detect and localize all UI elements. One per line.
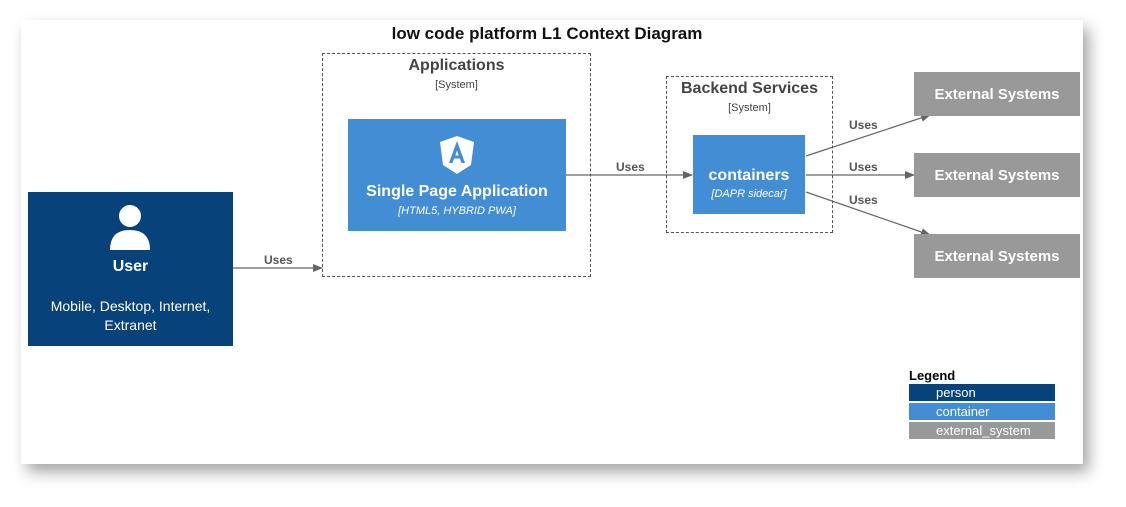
applications-boundary-title: Applications	[408, 57, 505, 74]
user-name: User	[112, 258, 149, 275]
backend-boundary-type: [System]	[728, 102, 771, 114]
angular-icon	[440, 136, 474, 174]
external-system-2[interactable]: External Systems	[914, 153, 1080, 197]
legend-item-external-system: external_system	[909, 422, 1055, 439]
diagram-canvas: low code platform L1 Context Diagram Use…	[21, 20, 1083, 464]
relation-label-containers-ext3: Uses	[849, 193, 878, 207]
spa-tech: [HTML5, HYBRID PWA]	[398, 205, 516, 217]
external-system-1[interactable]: External Systems	[914, 72, 1080, 116]
relation-label-containers-ext2: Uses	[849, 160, 878, 174]
containers-box[interactable]: containers [DAPR sidecar]	[693, 135, 805, 214]
relation-label-user-apps: Uses	[264, 253, 293, 267]
legend-item-container: container	[909, 403, 1055, 420]
legend-item-label: person	[936, 385, 976, 400]
containers-tech: [DAPR sidecar]	[711, 188, 787, 200]
spa-container-box[interactable]: Single Page Application [HTML5, HYBRID P…	[348, 119, 566, 231]
diagram-title: low code platform L1 Context Diagram	[391, 24, 703, 43]
external-system-3[interactable]: External Systems	[914, 234, 1080, 278]
relation-lines	[233, 114, 931, 272]
relation-line-containers-ext1	[805, 114, 931, 157]
backend-boundary: Backend Services [System]	[666, 76, 833, 233]
spa-name: Single Page Application	[366, 183, 548, 200]
backend-boundary-title: Backend Services	[681, 80, 818, 97]
legend-item-person: person	[909, 384, 1055, 401]
legend-item-label: external_system	[936, 423, 1031, 438]
relation-label-containers-ext1: Uses	[849, 118, 878, 132]
applications-boundary-type: [System]	[435, 79, 478, 91]
legend: Legend person container external_system	[909, 368, 1055, 439]
user-description-line1: Mobile, Desktop, Internet,	[50, 298, 211, 314]
person-icon	[110, 205, 150, 250]
containers-name: containers	[708, 167, 790, 184]
relation-label-spa-containers: Uses	[616, 160, 645, 174]
applications-boundary: Applications [System]	[322, 53, 591, 277]
user-description-line2: Extranet	[104, 317, 157, 333]
user-person-box[interactable]: User Mobile, Desktop, Internet, Extranet	[28, 192, 233, 346]
relation-line-containers-ext3	[805, 191, 931, 236]
legend-item-label: container	[936, 404, 990, 419]
legend-title: Legend	[909, 368, 956, 383]
